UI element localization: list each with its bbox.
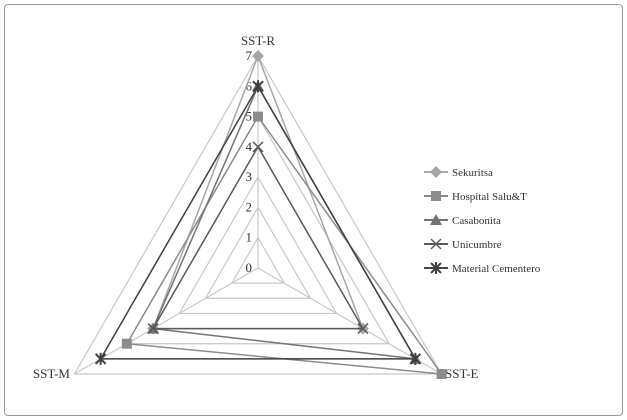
series-line [99, 84, 417, 360]
legend-marker-icon [430, 238, 442, 250]
data-point [147, 323, 159, 335]
data-point [252, 50, 264, 62]
series-material-cementero [94, 80, 422, 365]
legend-label: Hospital Salu&T [452, 191, 527, 203]
data-point [252, 141, 264, 153]
tick-label: 2 [246, 199, 253, 214]
axis-label: SST-R [241, 33, 276, 48]
tick-label: 3 [246, 169, 253, 184]
grid-ring [230, 236, 286, 284]
legend-marker-icon [431, 191, 441, 201]
tick-label: 5 [246, 109, 253, 124]
axis-label: SST-M [33, 366, 71, 381]
legend-item: Sekuritsa [424, 166, 493, 179]
grid-ring [204, 206, 312, 299]
data-point [252, 80, 264, 93]
series-unicumbre [147, 141, 369, 335]
data-point [409, 352, 422, 365]
series-hospital-salu-t [121, 111, 447, 379]
data-point [253, 111, 263, 122]
grid-ring [178, 175, 338, 315]
data-point [121, 338, 132, 349]
legend-item: Hospital Salu&T [424, 191, 527, 203]
legend-label: Unicumbre [452, 239, 502, 251]
legend-marker-icon [430, 214, 442, 225]
axis-label: SST-E [445, 366, 479, 381]
axis-line [257, 267, 442, 375]
chart-frame [4, 4, 623, 416]
legend-label: Casabonita [452, 215, 501, 227]
tick-label: 1 [246, 230, 253, 245]
legend-item: Material Cementero [424, 262, 541, 275]
data-point [94, 352, 107, 365]
data-point [436, 369, 447, 379]
legend-item: Unicumbre [424, 238, 502, 251]
legend-marker-icon [430, 262, 442, 274]
series-line [151, 145, 365, 330]
legend-label: Material Cementero [452, 263, 541, 275]
series-line [125, 115, 444, 375]
legend-label: Sekuritsa [452, 167, 493, 179]
tick-label: 4 [246, 139, 253, 154]
tick-label: 6 [246, 78, 253, 93]
legend-marker-icon [430, 166, 442, 178]
data-point [357, 323, 369, 335]
legend-item: Casabonita [424, 214, 501, 227]
grid-ring [73, 54, 443, 375]
axis-line [74, 267, 259, 375]
tick-label: 0 [246, 260, 253, 275]
tick-label: 7 [246, 48, 253, 63]
